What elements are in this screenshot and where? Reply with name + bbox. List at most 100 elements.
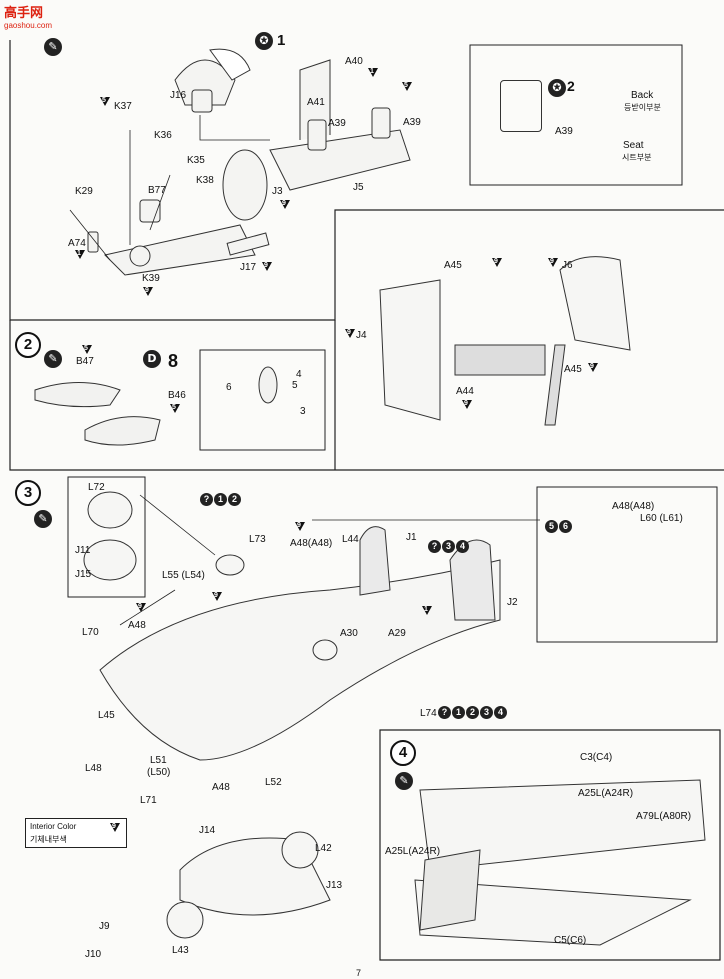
back-label-ko: 등받이부분 bbox=[624, 103, 661, 112]
star-icon: ✪ bbox=[548, 79, 566, 97]
part-label: L74 bbox=[420, 708, 437, 719]
color-marker-icon: 9 bbox=[492, 258, 502, 267]
watermark: 高手网 gaoshou.com bbox=[4, 2, 52, 30]
part-label: B46 bbox=[168, 390, 186, 401]
part-label: A79L(A80R) bbox=[636, 811, 692, 822]
interior-color-en: Interior Color bbox=[30, 822, 77, 831]
seq-item: 6 bbox=[559, 520, 572, 533]
part-label: J2 bbox=[507, 597, 518, 608]
color-marker-icon: 9 bbox=[136, 603, 146, 612]
interior-color-ko: 기체내부색 bbox=[30, 835, 67, 844]
inset-number: 3 bbox=[300, 406, 306, 417]
part-label: L48 bbox=[85, 763, 102, 774]
inset-number: 6 bbox=[226, 382, 232, 393]
part-label: C5(C6) bbox=[554, 935, 587, 946]
part-label: J16 bbox=[170, 90, 187, 101]
part-label: L51 bbox=[150, 755, 167, 766]
color-marker-icon: 9 bbox=[110, 823, 120, 832]
back-label-en: Back bbox=[631, 90, 654, 101]
part-label: J13 bbox=[326, 880, 343, 891]
seq-item: 4 bbox=[456, 540, 469, 553]
part-label: B77 bbox=[148, 185, 166, 196]
decal-number: 8 bbox=[168, 351, 179, 371]
color-marker-icon: 9 bbox=[345, 329, 355, 338]
part-label: L52 bbox=[265, 777, 282, 788]
part-label: A39 bbox=[328, 118, 346, 129]
color-marker-icon: 9 bbox=[548, 258, 558, 267]
glue-icon: ✎ bbox=[44, 350, 62, 368]
part-label: J4 bbox=[356, 330, 367, 341]
glue-icon: ✎ bbox=[34, 510, 52, 528]
part-label: J3 bbox=[272, 186, 283, 197]
inset-part-label: A39 bbox=[555, 126, 573, 137]
seat-part-drawing bbox=[500, 80, 542, 132]
seat-label-en: Seat bbox=[623, 140, 644, 151]
step-sequence: ? 1 2 3 4 bbox=[438, 706, 507, 719]
part-label: C3(C4) bbox=[580, 752, 613, 763]
star-icon: ✪ bbox=[255, 32, 273, 50]
color-marker-icon: 9 bbox=[262, 262, 272, 271]
color-marker-icon: 9 bbox=[295, 522, 305, 531]
part-label: L71 bbox=[140, 795, 157, 806]
star-callout: 1 bbox=[277, 32, 286, 49]
decal-icon: D bbox=[143, 350, 161, 368]
part-label: A25L(A24R) bbox=[385, 846, 441, 857]
glue-icon: ✎ bbox=[395, 772, 413, 790]
color-marker-icon: 9 bbox=[280, 200, 290, 209]
color-marker-icon: 9 bbox=[143, 287, 153, 296]
inset-star-number: 2 bbox=[567, 78, 575, 94]
part-label: A48(A48) bbox=[290, 538, 333, 549]
part-label: K35 bbox=[187, 155, 205, 166]
page-number: 7 bbox=[356, 968, 362, 978]
color-marker-icon: 5 bbox=[402, 82, 412, 91]
part-label: A39 bbox=[403, 117, 421, 128]
part-label: L70 bbox=[82, 627, 99, 638]
step-number: 3 bbox=[15, 480, 41, 506]
part-label: J11 bbox=[75, 545, 91, 556]
seq-item: ? bbox=[428, 540, 441, 553]
seat-label-ko: 시트부분 bbox=[622, 153, 652, 162]
seq-item: 3 bbox=[480, 706, 493, 719]
part-label: A44 bbox=[456, 386, 474, 397]
seq-item: 2 bbox=[466, 706, 479, 719]
inset-number: 5 bbox=[292, 380, 298, 391]
seq-item: 4 bbox=[494, 706, 507, 719]
watermark-subtitle: gaoshou.com bbox=[4, 21, 53, 30]
color-marker-icon: 9 bbox=[588, 363, 598, 372]
step-number: 4 bbox=[390, 740, 416, 766]
part-label: A45 bbox=[444, 260, 462, 271]
part-label: A25L(A24R) bbox=[578, 788, 634, 799]
interior-color-legend: Interior Color 9 기체내부색 bbox=[25, 818, 127, 848]
part-label: L73 bbox=[249, 534, 266, 545]
part-label: K38 bbox=[196, 175, 214, 186]
seq-item: ? bbox=[438, 706, 451, 719]
part-label: A30 bbox=[340, 628, 358, 639]
part-label: A74 bbox=[68, 238, 86, 249]
part-label: A29 bbox=[388, 628, 406, 639]
part-label: K36 bbox=[154, 130, 172, 141]
inset-part-label: A48(A48) bbox=[612, 501, 655, 512]
part-label: L55 (L54) bbox=[162, 570, 205, 581]
seq-item: ? bbox=[200, 493, 213, 506]
part-label: L42 bbox=[315, 843, 332, 854]
glue-icon: ✎ bbox=[44, 38, 62, 56]
part-label: J9 bbox=[99, 921, 110, 932]
color-marker-icon: 5 bbox=[82, 345, 92, 354]
part-label: J1 bbox=[406, 532, 417, 543]
color-marker-icon: 5 bbox=[100, 97, 110, 106]
seq-item: 1 bbox=[452, 706, 465, 719]
part-label: K29 bbox=[75, 186, 93, 197]
seq-item: 1 bbox=[214, 493, 227, 506]
inset-number: 4 bbox=[296, 369, 302, 380]
part-label: K39 bbox=[142, 273, 160, 284]
part-label: J17 bbox=[240, 262, 257, 273]
seq-item: 2 bbox=[228, 493, 241, 506]
part-label: (L50) bbox=[147, 767, 171, 778]
inset-sequence: 5 6 bbox=[545, 520, 572, 533]
part-label: L72 bbox=[88, 482, 105, 493]
part-label: J15 bbox=[75, 569, 92, 580]
part-label: L45 bbox=[98, 710, 115, 721]
part-label: J6 bbox=[562, 260, 573, 271]
color-marker-icon: 1 bbox=[422, 606, 432, 615]
